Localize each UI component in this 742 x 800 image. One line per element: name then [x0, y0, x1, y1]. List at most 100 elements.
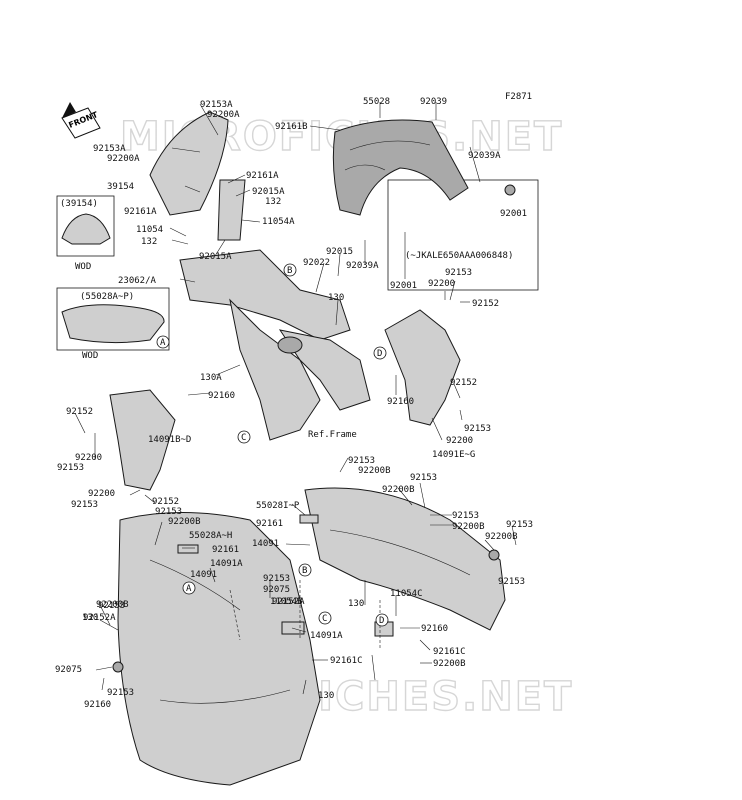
part-label: 92160 [208, 391, 235, 401]
part-label: 132 [265, 197, 281, 207]
part-label: 14091 [190, 570, 217, 580]
callout-a-top: A [156, 335, 170, 349]
svg-text:A: A [186, 584, 192, 594]
side-cowl-right [304, 487, 506, 631]
part-label: 92200B [485, 532, 518, 542]
inset-cowl-part: (55028A~P) [80, 292, 134, 302]
part-label: 92200B [452, 522, 485, 532]
svg-text:D: D [377, 349, 382, 359]
inset-windshield-note: WOD [75, 262, 91, 272]
callout-c-bottom: C [318, 611, 332, 625]
part-label: 92200B [358, 466, 391, 476]
part-label: 92160 [421, 624, 448, 634]
part-label: 92039A [346, 261, 379, 271]
part-label: 92153 [464, 424, 491, 434]
part-label: 92160 [387, 397, 414, 407]
part-label: 92152 [66, 407, 93, 417]
pad-92161 [177, 544, 199, 554]
part-label: 92153 [155, 507, 182, 517]
part-label: 92153 [71, 500, 98, 510]
part-label: 132 [141, 237, 157, 247]
svg-text:D: D [379, 616, 384, 626]
figure-code: F2871 [505, 92, 532, 102]
part-label: 23062/A [118, 276, 157, 286]
part-label: 92200A [107, 154, 140, 164]
part-label: 92200B [382, 485, 415, 495]
inset-windshield: (39154) WOD [56, 195, 115, 272]
callout-b-top: B [283, 263, 297, 277]
svg-text:B: B [302, 566, 307, 576]
svg-text:B: B [287, 266, 292, 276]
part-label: 92075 [263, 585, 290, 595]
part-label: 92015A [199, 252, 232, 262]
callout-b-bottom: B [298, 563, 312, 577]
part-label: 92153A [200, 100, 233, 110]
ref-frame-label: Ref.Frame [308, 430, 357, 440]
upper-inner-cowl [332, 119, 469, 216]
part-label: 92200 [75, 453, 102, 463]
part-label: 55028 [363, 97, 390, 107]
part-label: 92200B [96, 600, 129, 610]
part-label: 92160 [84, 700, 111, 710]
part-label: 92001 [500, 209, 527, 219]
part-label: 130 [82, 613, 98, 623]
part-label: 92153A [93, 144, 126, 154]
part-label: 92015 [326, 247, 353, 257]
inner-cover-right [384, 309, 461, 426]
inset-cowl-note: WOD [82, 351, 98, 361]
part-label: 92039A [468, 151, 501, 161]
part-label: 92153 [263, 574, 290, 584]
part-label: 92152 [450, 378, 477, 388]
pad-92161-right [299, 514, 319, 524]
part-label: 92161A [124, 207, 157, 217]
callout-d-top: D [373, 346, 387, 360]
part-label: 14091 [252, 539, 279, 549]
part-label: 92153 [506, 520, 533, 530]
grommet-92001 [504, 184, 516, 196]
part-label: 92153 [107, 688, 134, 698]
part-label: 92015A [252, 187, 285, 197]
part-label: 92075 [55, 665, 82, 675]
part-label: 92153 [348, 456, 375, 466]
part-labels: 92153A 92200A 92153A 92200A 39154 92161A… [55, 97, 533, 710]
part-label: 92153 [498, 577, 525, 587]
svg-text:C: C [322, 614, 327, 624]
part-label: 92200B [168, 517, 201, 527]
windshield [149, 111, 229, 216]
part-label: 92161 [256, 519, 283, 529]
part-label: 92200A [207, 110, 240, 120]
part-label: 92152A [83, 613, 116, 623]
part-label: 92152 [472, 299, 499, 309]
part-label: 11054C [390, 589, 423, 599]
grommet-92152a-left [112, 661, 124, 673]
part-label: 92161C [330, 656, 363, 666]
part-label: 92161 [212, 545, 239, 555]
part-label: 92161C [433, 647, 466, 657]
part-label: 11054B [270, 597, 303, 607]
leader-lines [74, 102, 517, 695]
front-arrow-icon: FRONT [61, 102, 101, 139]
part-label: 92200 [446, 436, 473, 446]
part-label: 92153 [445, 268, 472, 278]
callout-d-bottom: D [375, 613, 389, 627]
part-label: 92152A [272, 597, 305, 607]
side-cowl-left [117, 512, 321, 786]
part-label: 92153 [452, 511, 479, 521]
part-label: 130 [348, 599, 364, 609]
part-label: 55028A~H [189, 531, 232, 541]
svg-text:A: A [160, 338, 166, 348]
part-label: 92161A [246, 171, 279, 181]
part-label: 92200 [428, 279, 455, 289]
grommet-92152a-right [488, 549, 500, 561]
part-label: 92153 [57, 463, 84, 473]
part-label: 11054 [136, 225, 163, 235]
part-label: 92001 [390, 281, 417, 291]
part-label: 130A [200, 373, 222, 383]
part-label: 130 [328, 293, 344, 303]
part-label: 92039 [420, 97, 447, 107]
part-label: 92200B [433, 659, 466, 669]
inset-windshield-part: (39154) [60, 199, 98, 209]
inset-cowl: (55028A~P) WOD [56, 287, 170, 361]
part-label: 55028I~P [256, 501, 300, 511]
